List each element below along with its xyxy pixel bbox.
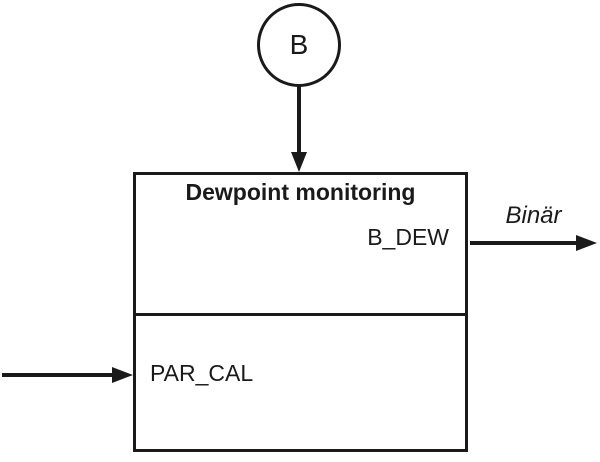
block-title: Dewpoint monitoring (185, 179, 416, 205)
block-divider (136, 313, 465, 316)
dewpoint-function-block: Dewpoint monitoring B_DEW PAR_CAL (133, 172, 468, 452)
arrow-b-to-block (291, 86, 307, 172)
port-par-cal: PAR_CAL (150, 360, 254, 386)
output-signal-label: Binär (505, 202, 562, 229)
port-b-dew: B_DEW (367, 224, 449, 250)
terminal-b-label: B (289, 29, 309, 60)
arrow-block-output-binaer (470, 235, 597, 251)
arrow-input-par-cal (2, 367, 133, 383)
terminal-b-circle: B (257, 3, 341, 87)
